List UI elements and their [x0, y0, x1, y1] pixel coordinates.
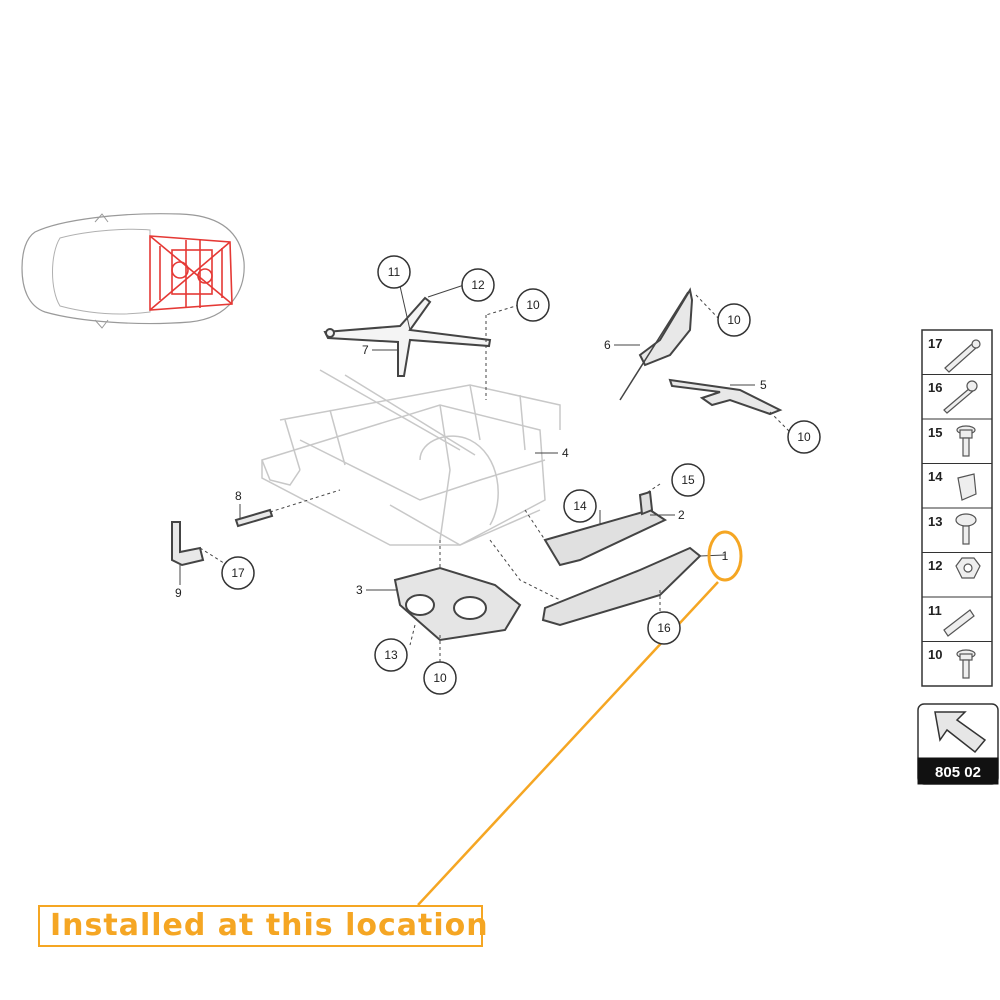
short-bolt-icon [956, 649, 976, 679]
label-3: 3 [356, 583, 363, 597]
part-3-floor-panel [393, 566, 522, 642]
threaded-insert-icon [957, 473, 977, 501]
part-5-bracket [668, 378, 783, 416]
label-7: 7 [362, 343, 369, 357]
legend-number: 13 [928, 514, 942, 529]
callout-13: 13 [374, 638, 408, 672]
part-6-bracket [619, 287, 694, 401]
dashed-connectors [489, 509, 561, 601]
callout-10-a: 10 [516, 288, 550, 322]
hex-nut-icon [955, 557, 981, 579]
callout-10-c-text: 10 [797, 430, 811, 444]
callout-11-text: 11 [388, 265, 401, 279]
callout-12-text: 12 [471, 278, 485, 292]
stud-icon [943, 609, 975, 637]
callout-10-b: 10 [717, 303, 751, 337]
callout-17: 17 [221, 556, 255, 590]
torx-bolt-icon [955, 513, 977, 545]
hex-bolt-icon [943, 380, 978, 414]
callout-10-d-text: 10 [433, 671, 447, 685]
callout-11: 11 [377, 255, 411, 289]
legend-number: 11 [928, 603, 942, 618]
fastener-legend: 17 16 15 14 13 12 11 10 [921, 329, 993, 687]
callout-10-a-text: 10 [526, 298, 540, 312]
callout-10-d: 10 [423, 661, 457, 695]
part-7-x-brace [323, 296, 492, 377]
callout-15-text: 15 [681, 473, 695, 487]
label-5: 5 [760, 378, 767, 392]
label-6: 6 [604, 338, 611, 352]
callout-16: 16 [647, 611, 681, 645]
callout-17-text: 17 [231, 566, 245, 580]
reference-code: 805 02 [935, 764, 981, 781]
part-1-front-beam [541, 546, 702, 627]
installed-location-note: Installed at this location [38, 905, 488, 947]
label-8: 8 [235, 489, 242, 503]
label-9: 9 [175, 586, 182, 600]
callout-14: 14 [563, 489, 597, 523]
legend-number: 14 [928, 469, 943, 484]
callout-1-text: 1 [722, 549, 729, 563]
frame-highlight-red [149, 235, 233, 311]
callout-16-text: 16 [657, 621, 671, 635]
part-2-crossmember [543, 490, 668, 567]
callout-10-c: 10 [787, 420, 821, 454]
callout-15: 15 [671, 463, 705, 497]
callout-14-text: 14 [573, 499, 587, 513]
spaceframe-chassis [261, 369, 561, 546]
callout-1: 1 [722, 549, 729, 563]
legend-number: 17 [928, 336, 942, 351]
long-bolt-icon [944, 339, 981, 373]
arrow-icon [934, 711, 987, 754]
callout-10-b-text: 10 [727, 313, 741, 327]
legend-number: 16 [928, 380, 942, 395]
callout-13-text: 13 [384, 648, 398, 662]
legend-number: 12 [928, 558, 942, 573]
callout-12: 12 [461, 268, 495, 302]
label-2: 2 [678, 508, 685, 522]
car-overview-thumbnail [21, 213, 245, 329]
label-4: 4 [562, 446, 569, 460]
part-9-bracket [171, 521, 205, 567]
part-8-bar [234, 508, 274, 528]
reference-box: 805 02 [917, 703, 999, 785]
legend-number: 10 [928, 647, 942, 662]
flange-bolt-icon [956, 425, 976, 457]
legend-number: 15 [928, 425, 942, 440]
